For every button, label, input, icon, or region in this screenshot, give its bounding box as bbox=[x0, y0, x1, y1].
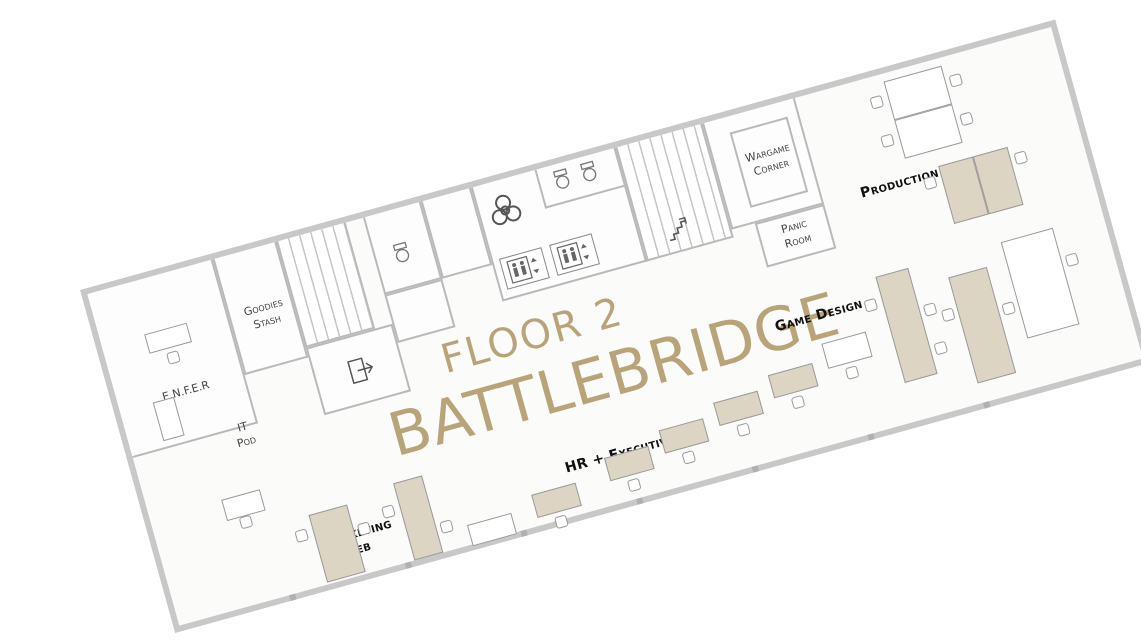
column bbox=[520, 529, 528, 537]
column bbox=[289, 593, 297, 601]
column bbox=[751, 465, 760, 473]
exit-icon bbox=[347, 357, 374, 385]
toilet-icon bbox=[552, 168, 570, 189]
elevator-icon bbox=[506, 255, 539, 284]
column bbox=[867, 433, 875, 441]
column bbox=[636, 497, 644, 505]
stairs-icon bbox=[670, 216, 687, 242]
biohazard-icon bbox=[491, 194, 522, 226]
elevator-icon bbox=[556, 241, 590, 270]
floor-plan: Goodies Stash E.N.F.E.R IT Pod Wargame C… bbox=[80, 17, 1141, 636]
toilet-icon bbox=[579, 160, 597, 182]
toilet-icon bbox=[392, 241, 410, 263]
column bbox=[404, 561, 413, 569]
column bbox=[982, 401, 991, 409]
